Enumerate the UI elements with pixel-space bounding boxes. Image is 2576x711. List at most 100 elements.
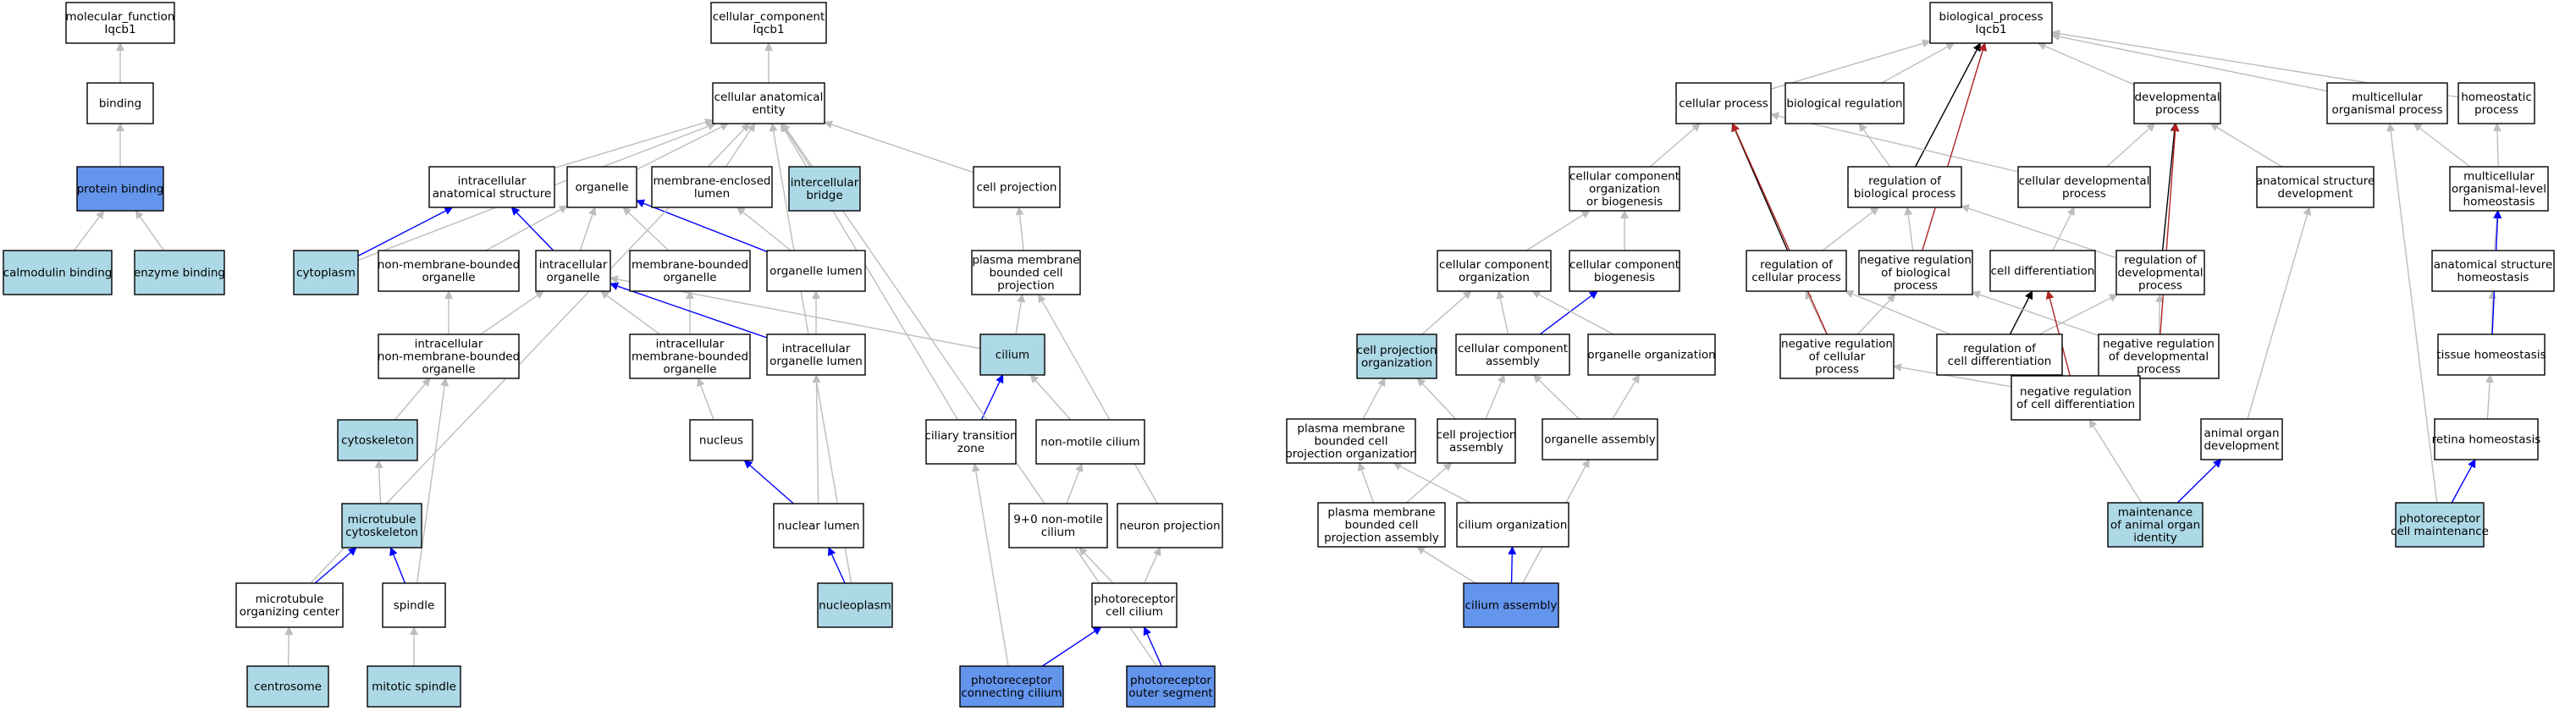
node-cilium[interactable]: cilium: [979, 333, 1045, 376]
node-label-line: cytoskeleton: [345, 526, 418, 539]
node-calmodulin-binding[interactable]: calmodulin binding: [3, 250, 113, 295]
node-label-line: organizing center: [240, 605, 340, 619]
node-cell-differentiation[interactable]: cell differentiation: [1989, 250, 2096, 292]
node-cytoplasm[interactable]: cytoplasm: [293, 250, 359, 295]
node-oa[interactable]: organelle assembly: [1542, 418, 1658, 460]
node-oo[interactable]: organelle organization: [1587, 333, 1716, 376]
node-label-line: regulation of: [1868, 174, 1942, 188]
node-nuclear-lumen[interactable]: nuclear lumen: [773, 503, 864, 548]
node-nmc[interactable]: non-motile cilium: [1035, 419, 1145, 465]
node-label-line: process: [2062, 187, 2106, 201]
edge-is-a-nucleus-to-imbo: [697, 378, 714, 421]
edge-part-of-spindle-to-mtc: [389, 547, 406, 584]
node-cytoskeleton[interactable]: cytoskeleton: [337, 419, 418, 461]
node-label-line: non-membrane-bounded: [378, 258, 520, 272]
node-cell-projection[interactable]: cell projection: [973, 166, 1061, 208]
node-label-line: projection: [997, 279, 1054, 293]
node-label-line: of cell differentiation: [2016, 398, 2135, 411]
node-biological-regulation[interactable]: biological regulation: [1784, 82, 1905, 124]
node-label-line: of cellular: [1809, 350, 1866, 364]
edge-part-of-cilium-assembly-to-cilium-organization: [1508, 546, 1517, 584]
node-label-line: biological_process: [1939, 10, 2044, 24]
node-label-line: protein binding: [77, 183, 164, 196]
edge-is-a-ccob-to-cellular-process: [1649, 123, 1701, 168]
node-box: [1437, 418, 1516, 464]
node-ol[interactable]: organelle lumen: [766, 250, 866, 292]
edge-is-a-ias-to-cae: [554, 118, 714, 169]
node-box: [2457, 82, 2535, 124]
node-cellular-process[interactable]: cellular process: [1675, 82, 1772, 124]
node-nucleus[interactable]: nucleus: [689, 419, 753, 461]
node-enzyme-binding[interactable]: enzyme binding: [134, 250, 225, 295]
node-label-line: plasma membrane: [972, 254, 1079, 267]
node-label-line: enzyme binding: [134, 267, 225, 280]
node-binding[interactable]: binding: [86, 82, 154, 124]
node-label-line: outer segment: [1128, 686, 1212, 700]
node-mitotic-spindle[interactable]: mitotic spindle: [367, 665, 461, 708]
node-cilium-assembly[interactable]: cilium assembly: [1463, 582, 1559, 628]
node-protein-binding[interactable]: protein binding: [76, 166, 164, 212]
node-inmbo[interactable]: intracellularnon-membrane-boundedorganel…: [378, 333, 520, 379]
node-rh[interactable]: retina homeostasis: [2432, 418, 2541, 460]
node-nucleoplasm[interactable]: nucleoplasm: [817, 582, 893, 628]
node-box: [2011, 375, 2141, 421]
node-neuron-projection[interactable]: neuron projection: [1117, 503, 1223, 548]
node-spindle[interactable]: spindle: [382, 582, 446, 628]
node-th[interactable]: tissue homeostasis: [2436, 333, 2546, 376]
node-organelle[interactable]: organelle: [566, 166, 637, 208]
node-label-line: organization: [1589, 183, 1660, 196]
node-centrosome[interactable]: centrosome: [246, 665, 329, 708]
edge-is-a-cell-projection-to-cae: [824, 120, 974, 174]
edge-is-a-nrodp-to-nrobp: [1972, 290, 2099, 337]
node-cilium-organization[interactable]: cilium organization: [1456, 502, 1569, 548]
edge-is-a-nrocp-to-rocp: [1805, 290, 1828, 335]
edge-regulates-robp-to-bp: [1914, 42, 1982, 168]
